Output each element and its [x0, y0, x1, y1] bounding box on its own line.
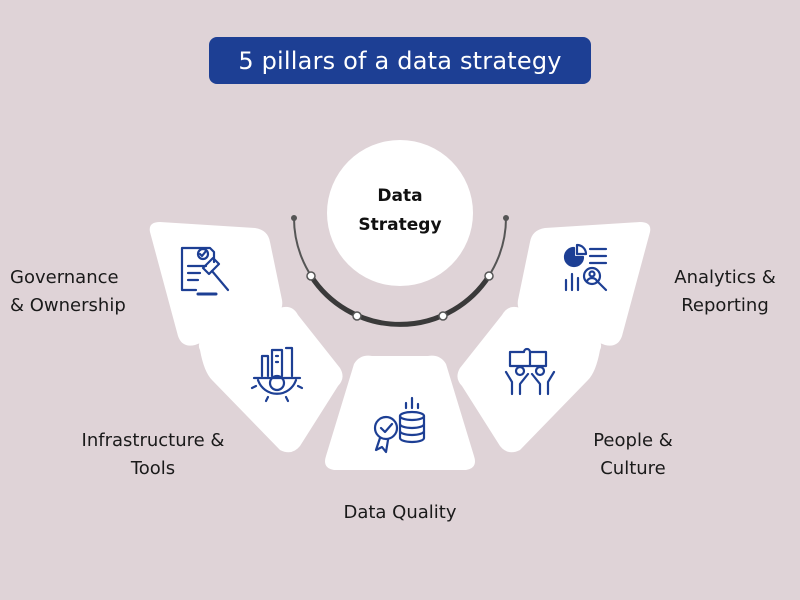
thick-arc: [308, 274, 492, 327]
pillar-line-2: Tools: [130, 458, 176, 479]
pillar-label-analytics: Analytics & Reporting: [660, 264, 790, 320]
pillar-label-infrastructure: Infrastructure & Tools: [73, 427, 233, 483]
center-circle: [327, 140, 473, 286]
pillar-line-2: Culture: [600, 458, 666, 479]
center-line-2: Strategy: [358, 215, 442, 235]
card-people: [457, 306, 602, 453]
buildings-gear-icon: [250, 346, 304, 403]
arc-node: [306, 271, 316, 281]
arc-node: [484, 271, 494, 281]
center-label: Data Strategy: [330, 182, 470, 244]
pillar-label-quality: Data Quality: [300, 499, 500, 527]
page-title: 5 pillars of a data strategy: [209, 37, 591, 84]
arc-node: [291, 215, 297, 221]
pillar-line-1: Analytics &: [674, 267, 776, 288]
pillar-line-2: & Ownership: [10, 295, 126, 316]
card-analytics: [517, 222, 651, 346]
chart-magnifier-icon: [563, 243, 608, 292]
people-puzzle-icon: [504, 347, 556, 396]
pillar-line-1: Data Quality: [343, 502, 457, 523]
pillar-line-1: Infrastructure &: [81, 430, 225, 451]
arc-node: [503, 215, 509, 221]
quality-badge-database-icon: [373, 396, 426, 454]
pillar-label-governance: Governance & Ownership: [10, 264, 126, 320]
card-quality: [325, 355, 475, 470]
arc-node: [352, 311, 362, 321]
pillar-line-1: Governance: [10, 267, 119, 288]
arc-node: [438, 311, 448, 321]
pillar-label-people: People & Culture: [578, 427, 688, 483]
gavel-document-icon: [180, 246, 230, 296]
pillar-line-2: Reporting: [681, 295, 769, 316]
center-line-1: Data: [377, 186, 423, 206]
pillar-line-1: People &: [593, 430, 673, 451]
